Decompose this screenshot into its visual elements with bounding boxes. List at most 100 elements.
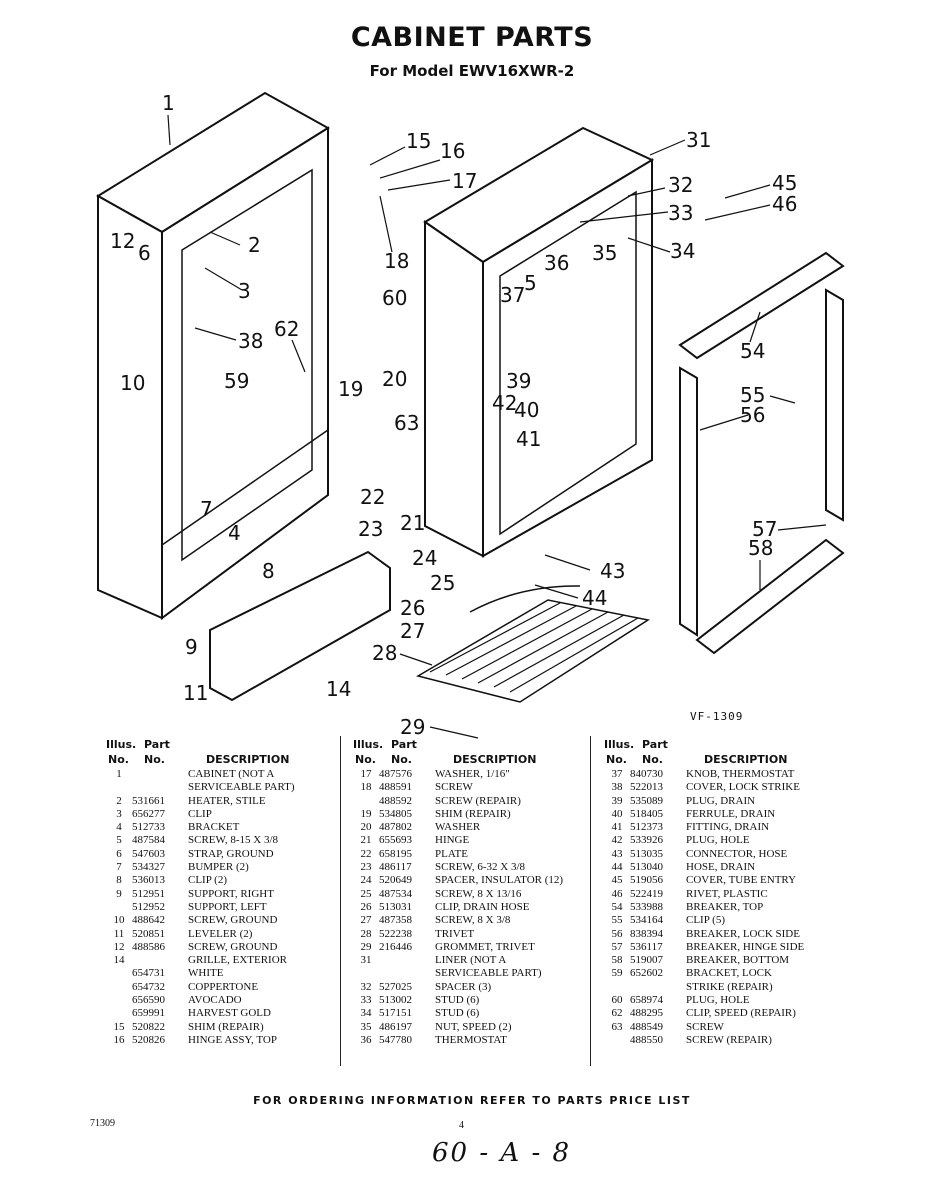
table-row: 31 Liner (not a (353, 954, 591, 967)
callout-28: 28 (372, 641, 397, 665)
callout-6: 6 (138, 241, 151, 265)
table-row: 42533926Plug, hole (604, 834, 834, 847)
callout-39: 39 (506, 369, 531, 393)
part-description: Breaker, bottom (686, 954, 790, 967)
header-part: Part (391, 738, 417, 751)
part-description: Clip (2) (188, 874, 228, 887)
callout-8: 8 (262, 559, 275, 583)
leader-lines (167, 114, 827, 739)
table-row: 19534805Shim (repair) (353, 808, 591, 821)
illus-number: 22 (360, 847, 372, 860)
table-row: 45519056Cover, tube entry (604, 874, 834, 887)
part-number: 487358 (379, 914, 412, 927)
header-description: DESCRIPTION (704, 753, 788, 766)
callout-46: 46 (772, 192, 797, 216)
callout-5: 5 (524, 271, 537, 295)
part-number: 652602 (630, 967, 663, 980)
table-row: 33513002Stud (6) (353, 994, 591, 1007)
table-row: 9512951Support, right (106, 888, 340, 901)
table-row: 63488549Screw (604, 1021, 834, 1034)
part-number: 513002 (379, 994, 412, 1007)
table-row: serviceable part) (106, 781, 340, 794)
part-number: 656277 (132, 807, 165, 820)
illus-number (106, 1007, 132, 1020)
part-description: Breaker, lock side (686, 927, 800, 940)
part-description: Screw (435, 781, 473, 794)
callout-11: 11 (183, 681, 208, 705)
callout-62: 62 (274, 317, 299, 341)
illus-number: 44 (611, 861, 623, 874)
table-row: 40518405Ferrule, drain (604, 808, 834, 821)
illus-number: 27 (360, 914, 372, 927)
callout-7: 7 (200, 497, 213, 521)
part-number: 488550 (630, 1033, 663, 1046)
table-row: 22658195Plate (353, 848, 591, 861)
part-number: 658974 (630, 994, 663, 1007)
header-illus: Illus. (106, 738, 137, 751)
callout-29: 29 (400, 715, 425, 739)
page-number: 4 (459, 1120, 464, 1131)
table-row: 46522419Rivet, plastic (604, 888, 834, 901)
table-row: 23486117Screw, 6-32 x 3/8 (353, 861, 591, 874)
callout-4: 4 (228, 521, 241, 545)
illus-number: 57 (611, 940, 623, 953)
table-row: 55534164Clip (5) (604, 914, 834, 927)
callout-58: 58 (748, 536, 773, 560)
illus-number: 62 (611, 1007, 623, 1020)
part-description: Screw, 6-32 x 3/8 (435, 861, 526, 874)
part-description: Shim (repair) (435, 807, 511, 820)
callout-56: 56 (740, 403, 765, 427)
part-description: Washer, 1/16" (435, 768, 510, 780)
table-row: 36547780Thermostat (353, 1034, 591, 1047)
part-number: 535089 (630, 794, 663, 807)
header-description: DESCRIPTION (453, 753, 537, 766)
table-row: 7534327Bumper (2) (106, 861, 340, 874)
part-description: Plug, hole (686, 834, 750, 847)
part-description: Support, right (188, 887, 274, 900)
trivet-drawing (416, 599, 650, 703)
callout-27: 27 (400, 619, 425, 643)
model-subtitle: For Model EWV16XWR-2 (369, 62, 575, 80)
table-row: 57536117Breaker, hinge side (604, 941, 834, 954)
illus-number: 29 (360, 940, 372, 953)
part-description: Liner (not a (435, 954, 507, 967)
part-number: 512952 (132, 900, 165, 913)
part-description: Clip, drain hose (435, 900, 530, 913)
illus-number: 3 (116, 807, 122, 820)
part-number: 512373 (630, 821, 663, 834)
table-row: 20487802Washer (353, 821, 591, 834)
callout-57: 57 (752, 517, 777, 541)
table-row: 512952Support, left (106, 901, 340, 914)
part-description: Breaker, top (686, 900, 764, 913)
illus-number: 40 (611, 807, 623, 820)
illus-number: 43 (611, 847, 623, 860)
illus-number: 58 (611, 954, 623, 967)
part-number: 519056 (630, 874, 663, 887)
part-number: 527025 (379, 980, 412, 993)
illus-number: 31 (360, 954, 372, 967)
table-row: 488592Screw (repair) (353, 795, 591, 808)
part-number: 654732 (132, 980, 165, 993)
part-number: 488549 (630, 1020, 663, 1033)
table-row: 2531661Heater, stile (106, 795, 340, 808)
illus-number: 19 (360, 807, 372, 820)
column-separator (340, 736, 341, 1066)
part-description: Connector, hose (686, 847, 788, 860)
part-number: 522013 (630, 781, 663, 794)
part-number: 840730 (630, 768, 663, 780)
illus-number: 7 (116, 861, 122, 874)
illus-number: 24 (360, 874, 372, 887)
callout-55: 55 (740, 383, 765, 407)
callout-41: 41 (516, 427, 541, 451)
callout-40: 40 (514, 398, 539, 422)
figure-id: VF-1309 (690, 710, 744, 723)
part-number: 488591 (379, 781, 412, 794)
illus-number (106, 967, 132, 980)
callout-3: 3 (238, 279, 251, 303)
part-number: 513035 (630, 847, 663, 860)
table-row: 60658974Plug, hole (604, 994, 834, 1007)
part-description: Screw, ground (188, 940, 278, 953)
